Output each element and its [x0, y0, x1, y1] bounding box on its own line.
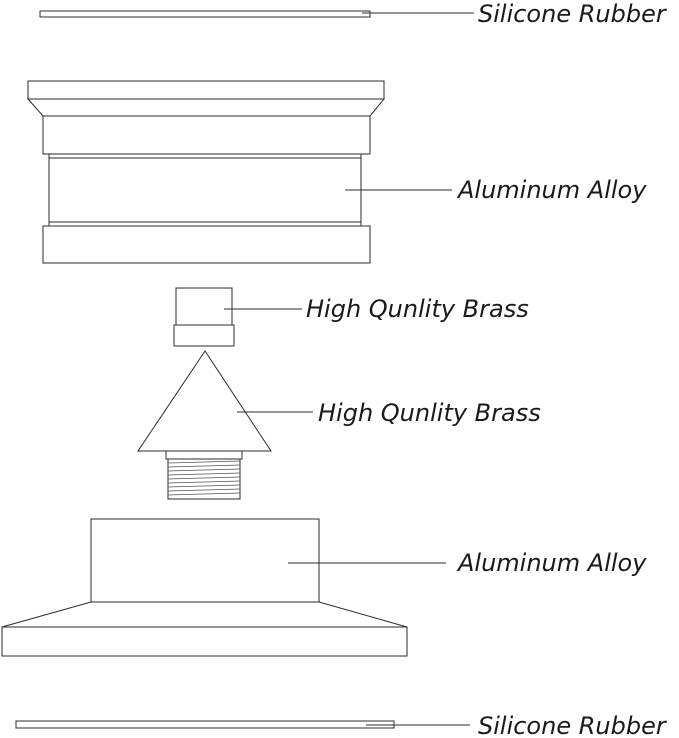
label-brass-cap: High Qunlity Brass — [306, 295, 529, 323]
bottom-silicone-gasket: Silicone Rubber — [15, 712, 668, 738]
lower-aluminum-base: Aluminum Alloy — [1, 518, 647, 657]
label-brass-cone: High Qunlity Brass — [318, 399, 541, 427]
label-upper-housing: Aluminum Alloy — [456, 176, 647, 204]
label-lower-base: Aluminum Alloy — [456, 549, 647, 577]
label-top-gasket: Silicone Rubber — [478, 0, 668, 28]
brass-cap: High Qunlity Brass — [173, 287, 529, 347]
thread-lines — [167, 460, 241, 496]
label-bottom-gasket: Silicone Rubber — [478, 712, 668, 738]
top-silicone-gasket: Silicone Rubber — [39, 0, 668, 28]
brass-cone: High Qunlity Brass — [137, 350, 541, 500]
upper-aluminum-housing: Aluminum Alloy — [26, 80, 647, 264]
